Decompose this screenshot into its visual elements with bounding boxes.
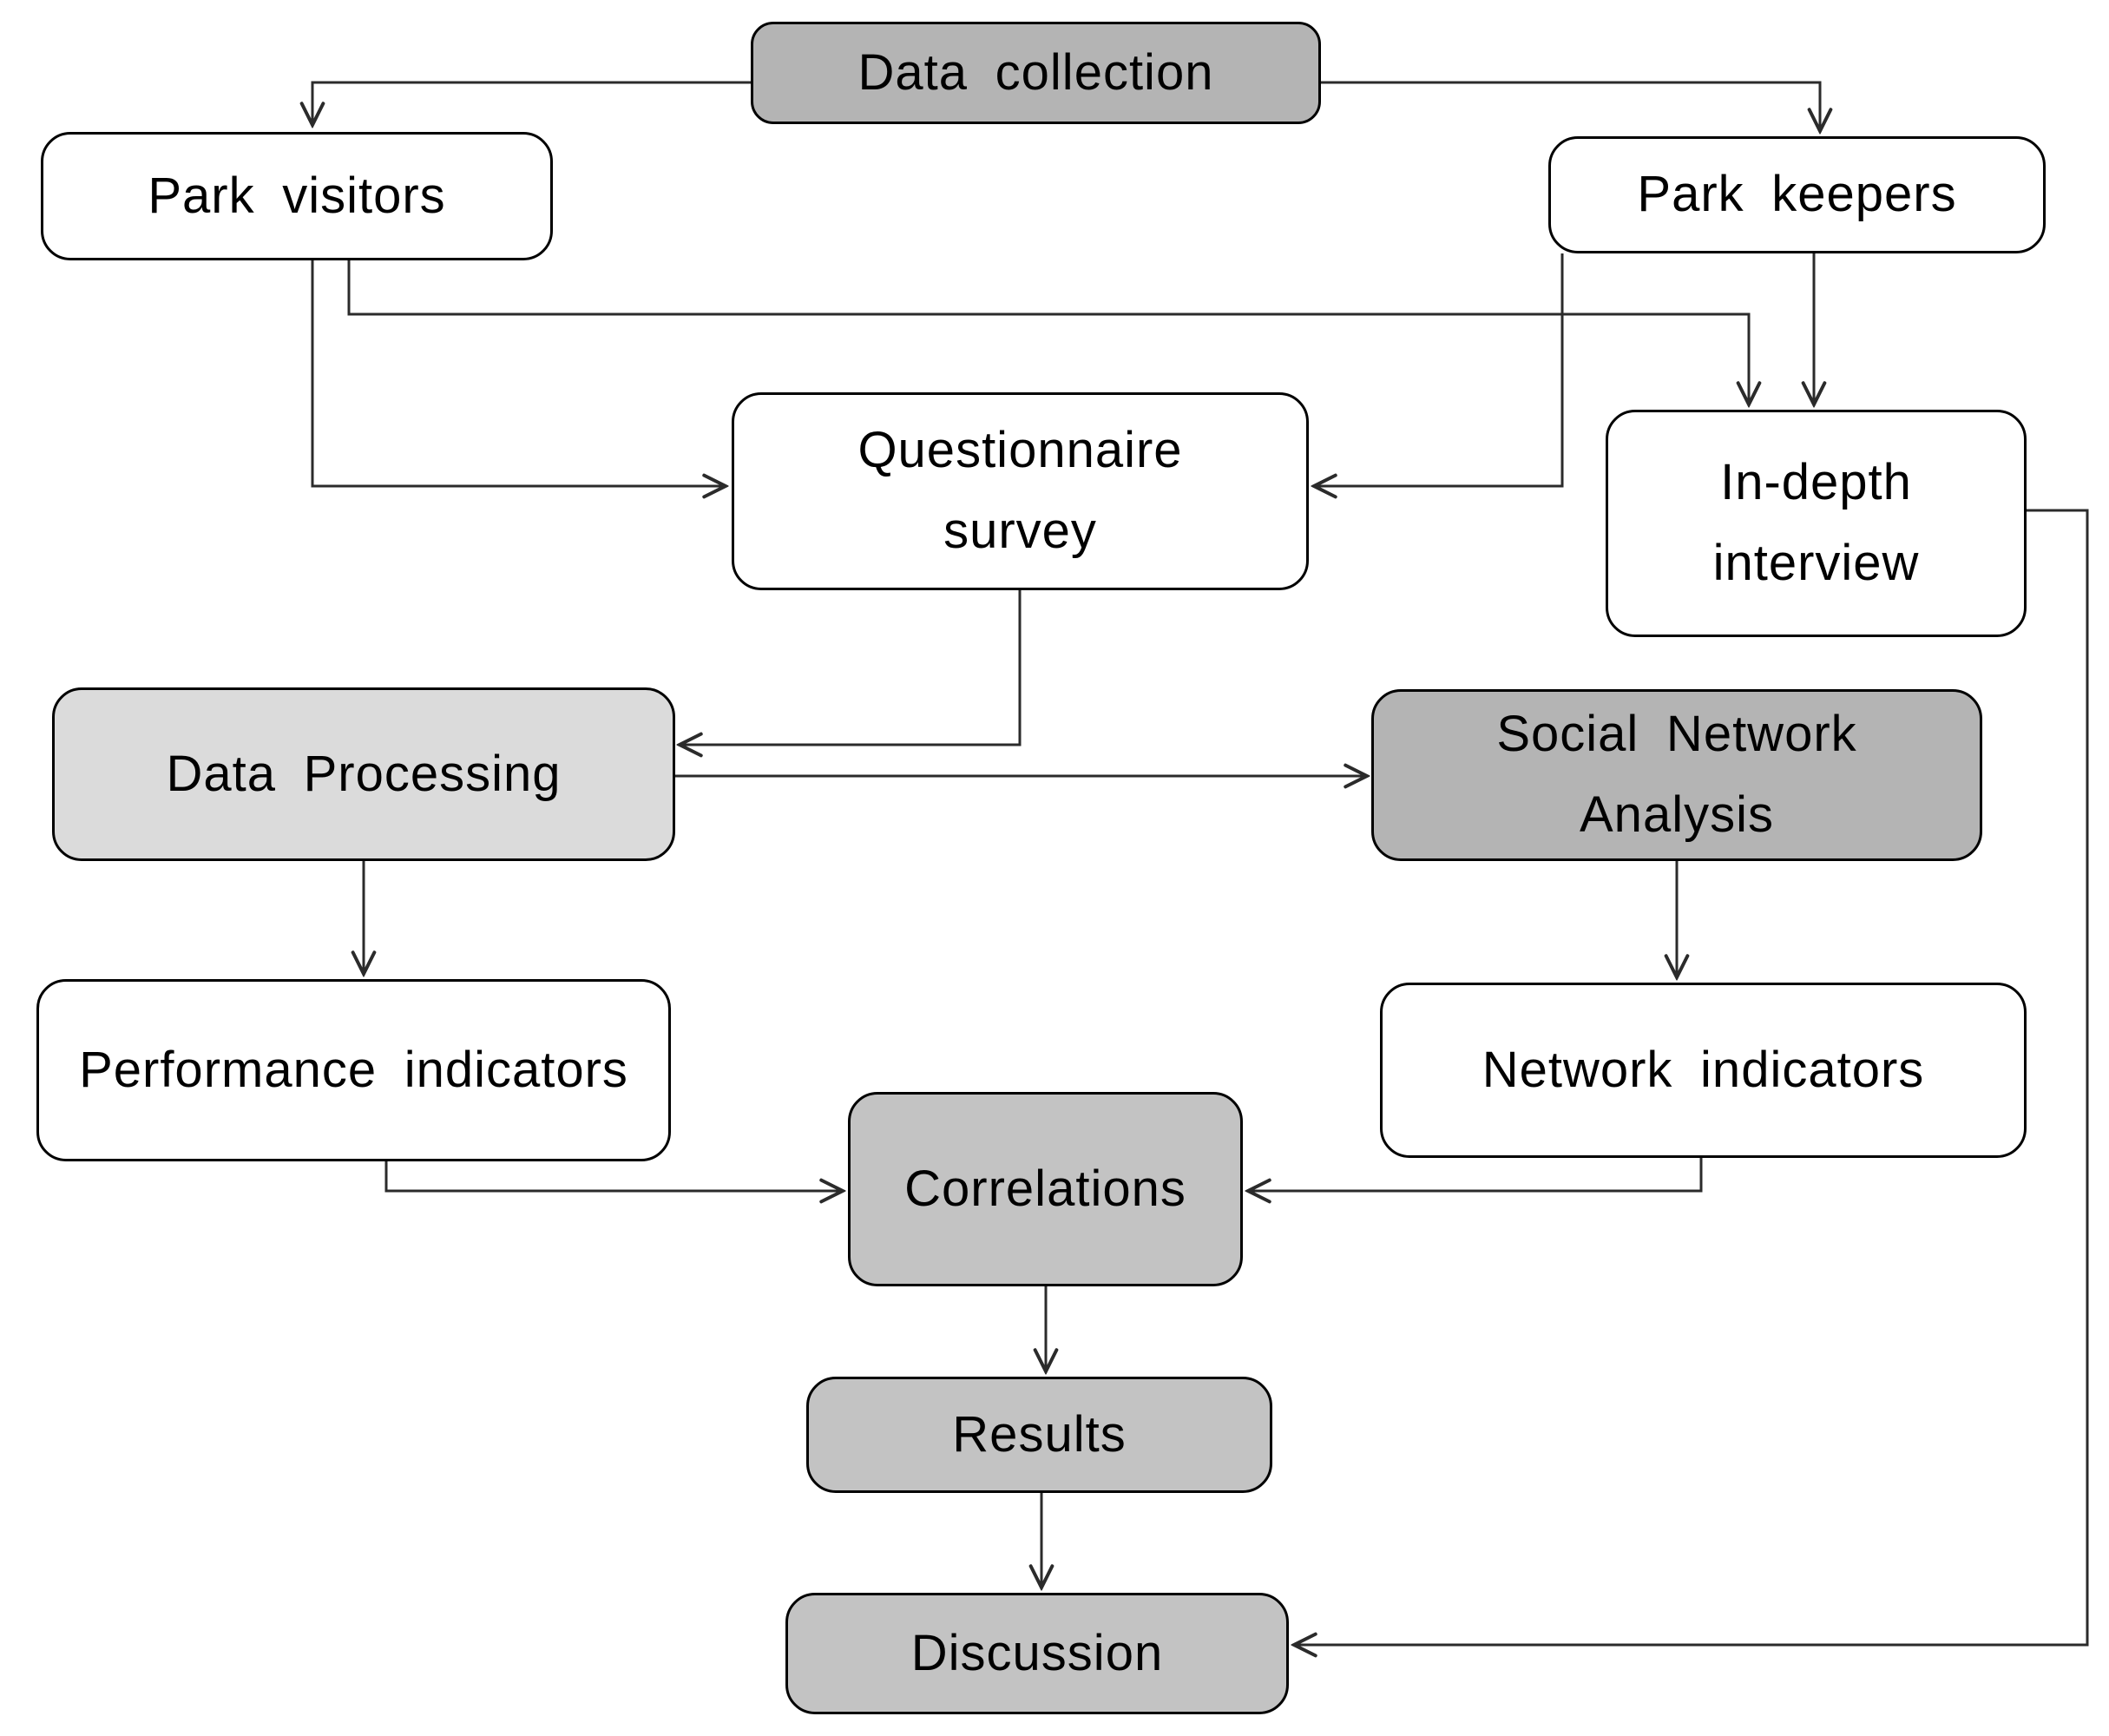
edge-performance-indicators-to-correlations xyxy=(384,1161,843,1191)
edge-questionnaire-survey-to-data-processing xyxy=(680,590,1022,745)
node-questionnaire-survey: Questionnaire survey xyxy=(732,392,1309,590)
node-discussion: Discussion xyxy=(785,1593,1289,1714)
node-park-visitors: Park visitors xyxy=(41,132,553,260)
edge-park-visitors-to-in-depth-interview xyxy=(347,260,1749,404)
node-performance-indicators-label: Performance indicators xyxy=(79,1041,628,1098)
edge-park-visitors-to-questionnaire-survey xyxy=(311,260,726,486)
node-data-collection: Data collection xyxy=(751,22,1321,124)
node-performance-indicators: Performance indicators xyxy=(36,979,671,1161)
node-network-indicators-label: Network indicators xyxy=(1482,1041,1925,1098)
node-network-indicators: Network indicators xyxy=(1380,983,2027,1158)
node-discussion-label: Discussion xyxy=(910,1624,1164,1681)
node-park-visitors-label: Park visitors xyxy=(148,167,446,224)
edge-data-collection-to-park-keepers xyxy=(1321,81,1820,131)
node-in-depth-interview-label: In-depth interview xyxy=(1712,454,1920,591)
edge-network-indicators-to-correlations xyxy=(1248,1158,1703,1191)
node-social-network-analysis: Social Network Analysis xyxy=(1371,689,1982,861)
node-park-keepers: Park keepers xyxy=(1548,136,2046,253)
node-data-collection-label: Data collection xyxy=(857,43,1214,101)
node-results: Results xyxy=(806,1377,1272,1493)
node-questionnaire-survey-label: Questionnaire survey xyxy=(857,422,1183,559)
edge-in-depth-interview-to-discussion xyxy=(1294,509,2089,1645)
edge-park-keepers-to-questionnaire-survey xyxy=(1314,253,1564,486)
node-social-network-analysis-label: Social Network Analysis xyxy=(1496,706,1857,843)
node-correlations-label: Correlations xyxy=(904,1160,1186,1217)
node-results-label: Results xyxy=(952,1405,1127,1463)
node-data-processing-label: Data Processing xyxy=(166,745,562,802)
node-park-keepers-label: Park keepers xyxy=(1637,166,1957,223)
node-correlations: Correlations xyxy=(848,1092,1243,1286)
node-data-processing: Data Processing xyxy=(52,687,675,861)
node-in-depth-interview: In-depth interview xyxy=(1606,410,2027,637)
edge-data-collection-to-park-visitors xyxy=(312,81,751,125)
